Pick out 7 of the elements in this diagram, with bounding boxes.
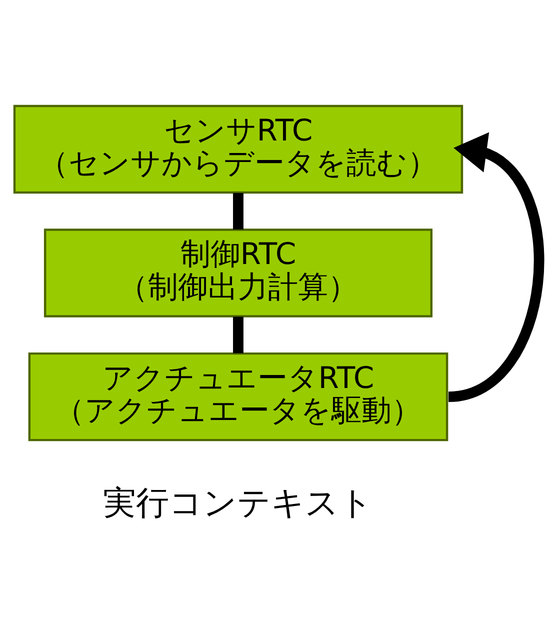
connector: [233, 316, 244, 354]
node-box: アクチュエータRTC （アクチュエータを駆動）: [28, 352, 448, 442]
arrow: [448, 132, 544, 402]
label: 実行コンテキスト: [103, 484, 374, 522]
node-box: 制御RTC （制御出力計算）: [44, 228, 432, 318]
node-box: センサRTC （センサからデータを読む）: [13, 104, 464, 194]
connector: [233, 192, 244, 230]
